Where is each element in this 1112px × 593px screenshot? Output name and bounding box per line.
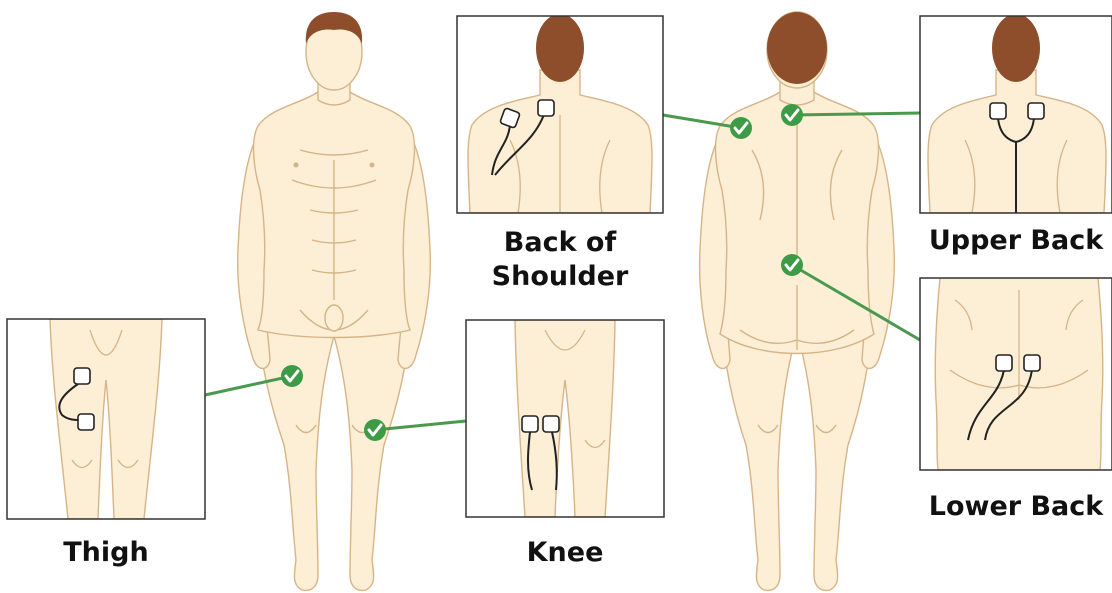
check-marker-thigh — [281, 365, 303, 387]
inset-thigh — [7, 319, 205, 519]
check-marker-back-of-shoulder — [730, 117, 752, 139]
label-lower-back: Lower Back — [920, 490, 1112, 524]
electrode-pad-icon — [1024, 355, 1040, 371]
back-body-figure — [700, 12, 895, 590]
electrode-pad-icon — [543, 416, 559, 432]
electrode-pad-icon — [78, 414, 94, 430]
inset-back-of-shoulder — [457, 14, 663, 213]
electrode-pad-icon — [996, 355, 1012, 371]
inset-upper-back — [920, 14, 1112, 213]
electrode-pad-icon — [1028, 103, 1044, 119]
inset-lower-back — [920, 278, 1112, 470]
electrode-pad-icon — [990, 103, 1006, 119]
check-marker-upper-back — [781, 104, 803, 126]
electrode-pad-icon — [74, 368, 90, 384]
electrode-pad-icon — [522, 416, 538, 432]
label-upper-back: Upper Back — [920, 224, 1112, 258]
front-body-figure — [238, 12, 431, 590]
inset-knee — [466, 320, 664, 517]
label-knee: Knee — [466, 536, 664, 570]
electrode-pad-icon — [538, 100, 554, 116]
check-marker-knee — [364, 419, 386, 441]
label-back-of-shoulder: Back of Shoulder — [457, 226, 663, 294]
check-marker-lower-back — [781, 254, 803, 276]
label-thigh: Thigh — [7, 536, 205, 570]
